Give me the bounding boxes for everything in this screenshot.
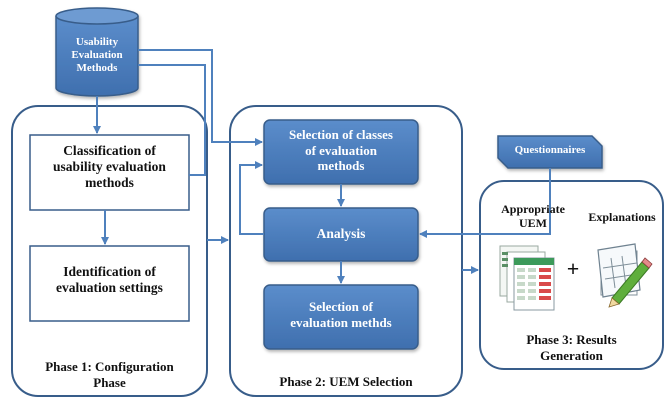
classification-label: Classification of usability evaluation m…	[30, 143, 189, 192]
questionnaires-shape	[497, 135, 603, 169]
database-label: Usability Evaluation Methods	[56, 36, 138, 76]
plus-sign: +	[566, 256, 580, 281]
database-icon	[55, 7, 139, 97]
identification-line1: Identification of	[63, 264, 156, 279]
line-db-to-classification	[138, 64, 206, 176]
arrow-analysis-loop	[239, 161, 264, 235]
selection-methods-label: Selection of evaluation methds	[264, 299, 418, 330]
selection-classes-label: Selection of classes of evaluation metho…	[264, 127, 418, 174]
selection-methods-box	[263, 284, 419, 350]
arrow-questionnaires-to-analysis	[419, 168, 551, 238]
questionnaires-label: Questionnaires	[514, 144, 586, 156]
selection-methods-line1: Selection of	[309, 299, 373, 314]
classification-box	[29, 134, 190, 211]
database-label-line2: Evaluation	[71, 49, 123, 62]
appropriate-uem-line1: Appropriate	[501, 202, 565, 216]
identification-box	[29, 245, 190, 322]
arrow-db-to-selection-classes	[138, 49, 263, 146]
appropriate-uem-label: Appropriate UEM	[488, 202, 578, 231]
phase3-container	[479, 180, 664, 370]
classification-line2: usability evaluation	[53, 159, 166, 175]
selection-methods-line2: evaluation methds	[290, 314, 392, 330]
analysis-label: Analysis	[316, 226, 366, 241]
spreadsheet-icon	[499, 245, 555, 311]
phase1-title-line1: Phase 1: Configuration	[45, 359, 174, 374]
selection-classes-line3: methods	[317, 158, 365, 174]
phase1-title-line2: Phase	[93, 374, 126, 390]
selection-classes-line2: of evaluation	[305, 142, 377, 158]
database-label-line1: Usability	[75, 36, 119, 48]
explanations-label: Explanations	[588, 210, 656, 224]
phase3-title: Phase 3: Results Generation	[484, 332, 659, 363]
appropriate-uem-line2: UEM	[519, 216, 547, 231]
classification-line1: Classification of	[63, 143, 156, 158]
phase2-title: Phase 2: UEM Selection	[279, 374, 413, 389]
phase1-title: Phase 1: Configuration Phase	[14, 359, 205, 390]
database-label-line3: Methods	[76, 62, 118, 75]
phase3-title-line2: Generation	[540, 347, 603, 363]
selection-classes-line1: Selection of classes	[289, 127, 393, 142]
classification-line3: methods	[85, 175, 134, 191]
phase3-title-line1: Phase 3: Results	[526, 332, 617, 347]
identification-label: Identification of evaluation settings	[30, 264, 189, 296]
pencil-grid-icon	[597, 243, 653, 308]
identification-line2: evaluation settings	[56, 280, 163, 296]
